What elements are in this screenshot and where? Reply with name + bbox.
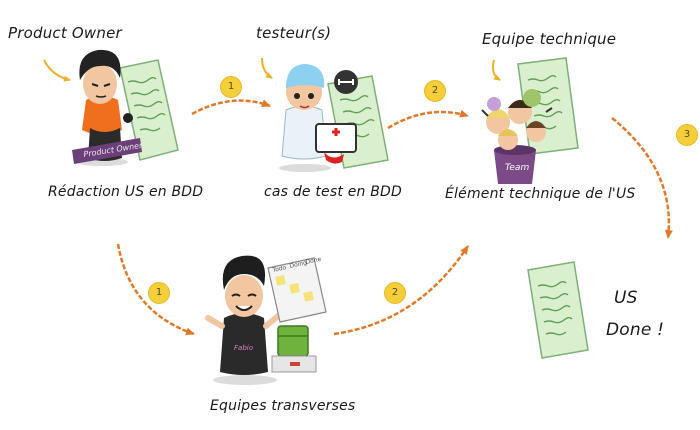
role-product-owner: Product Owner (8, 24, 122, 42)
step-badge-po-to-testers: 1 (220, 76, 242, 98)
caption-test-cases: cas de test en BDD (264, 184, 403, 200)
caption-tech-element: Élément technique de l'US (445, 186, 636, 202)
hint-arrow-po (43, 59, 71, 82)
arrow-po-to-testers (191, 99, 271, 116)
arrow-po-to-cross (116, 243, 195, 336)
arrow-cross-to-tech (333, 245, 470, 336)
role-tech-team: Equipe technique (482, 30, 617, 48)
cross-shirt-text: Fabio (234, 344, 253, 352)
tester-character (279, 64, 358, 172)
board-done: Done (305, 256, 322, 266)
us-document-done (527, 261, 589, 359)
board-todo: Todo (271, 264, 287, 274)
us-done-line1: US (614, 288, 638, 308)
us-document-po (119, 59, 179, 161)
board-doing: Doing (289, 259, 308, 270)
hint-arrow-tech (491, 59, 501, 81)
team-bucket-text: Team (505, 163, 529, 173)
hint-arrow-testers (261, 57, 273, 79)
arrow-tech-to-done (611, 117, 673, 239)
arrow-testers-to-tech (387, 109, 469, 130)
role-testers: testeur(s) (256, 24, 332, 42)
tech-team-group: Team (481, 89, 553, 184)
caption-us-writing: Rédaction US en BDD (48, 184, 204, 200)
step-badge-testers-to-tech: 2 (424, 80, 446, 102)
step-badge-po-to-cross: 1 (148, 282, 170, 304)
us-done-line2: Done ! (606, 320, 665, 340)
product-owner-character: Product Owner (72, 49, 144, 166)
step-badge-cross-to-tech: 2 (384, 282, 406, 304)
step-badge-tech-to-done: 3 (676, 124, 698, 146)
caption-cross-teams: Equipes transverses (210, 398, 356, 414)
cross-teams-character: Fabio Todo Doing Done (205, 255, 327, 385)
